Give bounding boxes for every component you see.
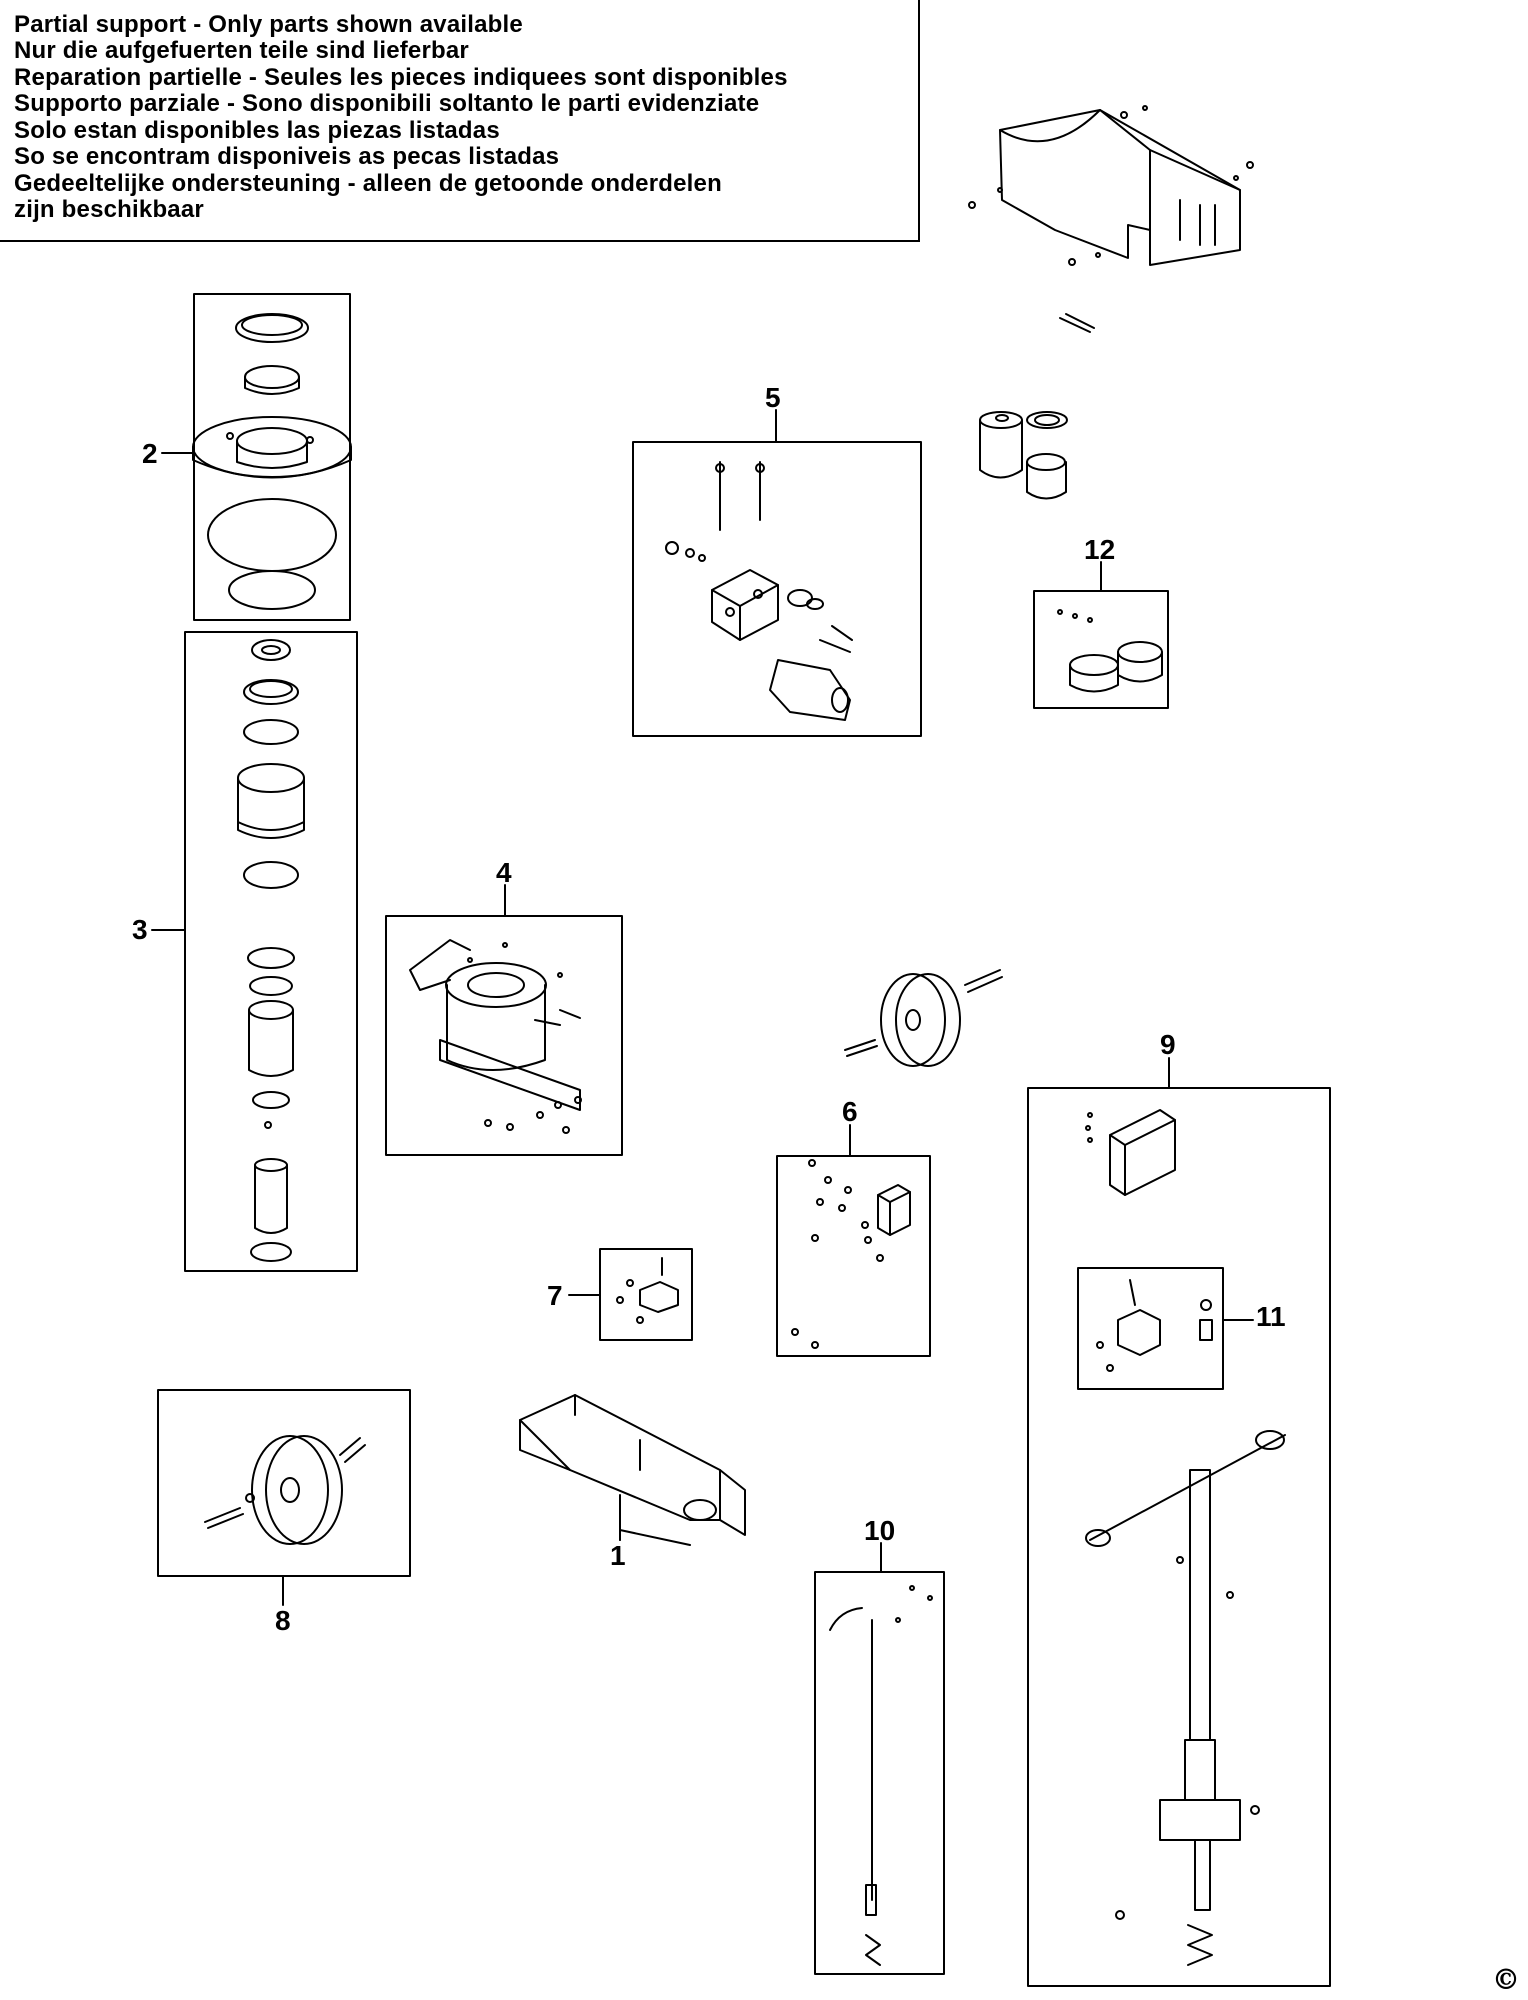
top-housing-assembly bbox=[968, 105, 1254, 333]
callout-2: 2 bbox=[142, 438, 158, 469]
part-2-box bbox=[161, 293, 352, 621]
callout-7: 7 bbox=[547, 1280, 563, 1311]
notice-line: zijn beschikbaar bbox=[14, 196, 204, 223]
copyright-symbol: © bbox=[1492, 1963, 1520, 1996]
callout-5: 5 bbox=[765, 382, 781, 413]
part-8-box bbox=[157, 1389, 411, 1606]
notice-line: Gedeeltelijke ondersteuning - alleen de … bbox=[14, 170, 722, 197]
loose-wheel bbox=[844, 969, 1003, 1067]
callout-10: 10 bbox=[864, 1515, 896, 1546]
callout-8: 8 bbox=[275, 1605, 291, 1636]
callout-11: 11 bbox=[1256, 1301, 1286, 1332]
partial-support-notice: Partial support - Only parts shown avail… bbox=[0, 0, 920, 242]
callout-1: 1 bbox=[610, 1540, 626, 1571]
part-3-box bbox=[151, 631, 358, 1272]
part-9-box bbox=[1027, 1057, 1331, 1987]
callout-3: 3 bbox=[132, 914, 148, 945]
part-12-box bbox=[1033, 561, 1169, 709]
callout-12: 12 bbox=[1084, 534, 1116, 565]
seal-cylinders bbox=[979, 411, 1068, 500]
part-4-box bbox=[385, 884, 623, 1156]
part-6-box bbox=[776, 1124, 931, 1357]
part-10-box bbox=[814, 1542, 945, 1975]
notice-line: Partial support - Only parts shown avail… bbox=[14, 11, 523, 38]
callout-4: 4 bbox=[496, 857, 512, 888]
part-7-box bbox=[568, 1248, 693, 1341]
notice-line: Supporto parziale - Sono disponibili sol… bbox=[14, 90, 760, 117]
notice-line: Solo estan disponibles las piezas listad… bbox=[14, 117, 500, 144]
callout-6: 6 bbox=[842, 1096, 858, 1127]
part-5-box bbox=[632, 409, 922, 737]
notice-line: Nur die aufgefuerten teile sind lieferba… bbox=[14, 37, 469, 64]
chassis-frame bbox=[519, 1394, 746, 1546]
callout-9: 9 bbox=[1160, 1029, 1176, 1060]
notice-line: Reparation partielle - Seules les pieces… bbox=[14, 64, 788, 91]
notice-line: So se encontram disponiveis as pecas lis… bbox=[14, 143, 560, 170]
